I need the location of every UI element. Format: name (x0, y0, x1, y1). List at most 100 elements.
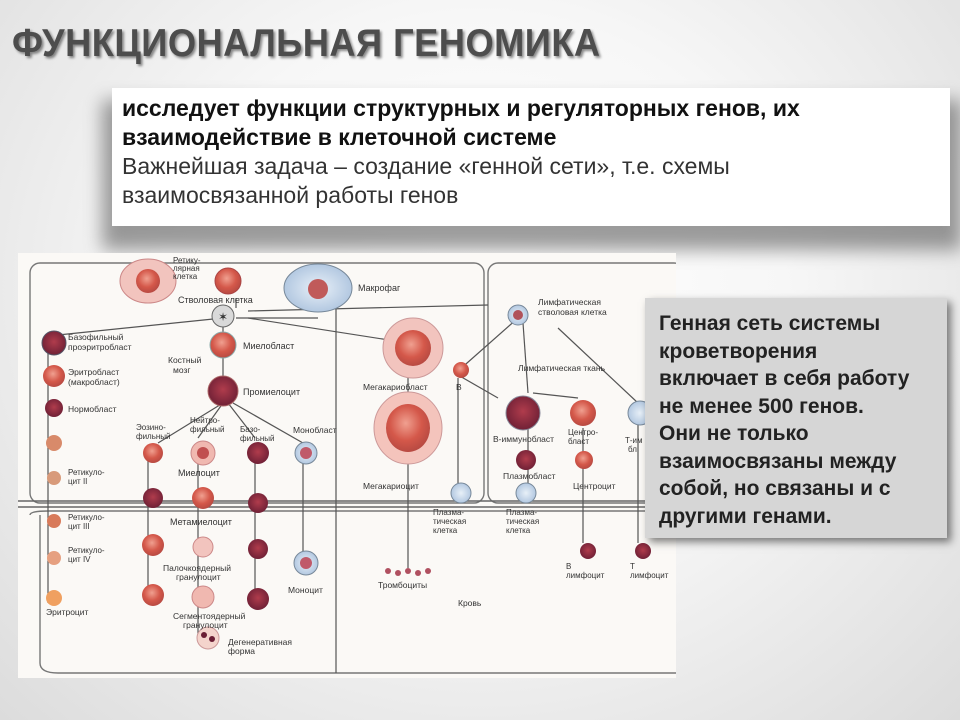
label-blood: Кровь (458, 598, 482, 608)
label-degenerative-1: Дегенеративная (228, 637, 292, 647)
label-b-immunoblast: B-иммунобласт (493, 434, 554, 444)
label-eosino-1: Эозино- (136, 423, 166, 432)
label-plasma-1b: тическая (433, 517, 466, 526)
label-metamyelocyte: Метамиелоцит (170, 517, 232, 527)
diagram-frames (18, 262, 676, 674)
intro-line-2: взаимодействие в клеточной системе (122, 124, 557, 150)
note-line-4: не менее 500 генов. (659, 394, 864, 418)
label-plasma-1a: Плазма- (433, 508, 464, 517)
label-normoblast: Нормобласт (68, 404, 117, 414)
label-monoblast: Монобласт (293, 425, 337, 435)
gene-network-note: Генная сеть системы кроветворения включа… (645, 298, 947, 538)
lineage-lines (47, 298, 639, 673)
label-macrophage: Макрофаг (358, 283, 401, 293)
label-centrocyte: Центроцит (573, 481, 616, 491)
plasma-cell-1 (450, 482, 472, 504)
label-stem-cell: Стволовая клетка (178, 295, 253, 305)
basophilic-proerythroblast (41, 330, 67, 356)
label-bone-marrow-2: мозг (173, 365, 190, 375)
myeloblast-cell (209, 331, 237, 359)
eosinophil-myelocyte (143, 443, 163, 463)
label-centroblast-1: Центро- (568, 428, 598, 437)
note-line-3: включает в себя работу (659, 367, 910, 390)
label-t-immunoblast-1: Т-им (625, 436, 643, 445)
hematopoiesis-svg: ✶ (18, 256, 676, 674)
label-myelocyte: Миелоцит (178, 468, 220, 478)
label-erythrocyte: Эритроцит (46, 607, 89, 617)
label-baso-1: Базо- (240, 425, 261, 434)
label-reticulocyte-3b: цит III (68, 522, 90, 531)
label-neutro-1: Нейтро- (190, 416, 220, 425)
blood-vessel-bottom (39, 515, 676, 674)
label-plasma-2c: клетка (506, 526, 531, 535)
label-eosino-2: фильный (136, 432, 171, 441)
eosinophil-segmented (142, 584, 164, 606)
label-plasma-2b: тическая (506, 517, 539, 526)
t2-lymphocyte-cell (635, 543, 651, 559)
cells: ✶ (41, 258, 653, 650)
svg-text:✶: ✶ (218, 310, 228, 324)
stem-cell (211, 304, 235, 328)
label-plasmoblast: Плазмобласт (503, 471, 556, 481)
label-basophilic-1: Базофильный (68, 332, 124, 342)
label-segmented-1: Сегментоядерный (173, 611, 246, 621)
thrombocyte-4 (415, 570, 421, 576)
label-reticulocyte-4a: Ретикуло- (68, 546, 105, 555)
label-basophilic-2: проэритробласт (68, 342, 132, 352)
label-t-immunoblast-2: бл (628, 445, 637, 454)
label-thrombocytes: Тромбоциты (378, 580, 427, 590)
label-erythroblast-2: (макробласт) (68, 377, 120, 387)
label-lymph-stem-1: Лимфатическая (538, 297, 601, 307)
neutrophil-metamyelocyte (192, 487, 214, 509)
intro-textbox: исследует функции структурных и регулято… (112, 88, 950, 226)
label-reticular-3: клетка (173, 272, 198, 281)
slide-title: ФУНКЦИОНАЛЬНАЯ ГЕНОМИКА (12, 22, 601, 65)
label-myeloblast: Миелобласт (243, 341, 294, 351)
basophil-myelocyte (247, 442, 269, 464)
normoblast-cell (45, 399, 63, 417)
label-reticular-2: лярная (173, 264, 200, 273)
thrombocyte-2 (395, 570, 401, 576)
label-plasma-1c: клетка (433, 526, 458, 535)
label-reticular-1: Ретику- (173, 256, 201, 265)
diagram-labels: Ретику- лярная клетка Стволовая клетка М… (46, 256, 669, 656)
note-line-5: Они не только (659, 422, 809, 445)
blood-vessel-wall-top (18, 500, 676, 508)
label-centroblast-2: бласт (568, 437, 589, 446)
thrombocyte-5 (425, 568, 431, 574)
eosinophil-band (142, 534, 164, 556)
label-b1: B (456, 382, 462, 392)
label-segmented-2: гранулоцит (183, 620, 228, 630)
note-line-7: собой, но связаны и с (659, 477, 891, 500)
label-plasma-2a: Плазма- (506, 508, 537, 517)
label-reticulocyte-2a: Ретикуло- (68, 468, 105, 477)
note-line-1: Генная сеть системы (659, 312, 881, 335)
label-baso-2: фильный (240, 434, 275, 443)
label-megakaryocyte: Мегакариоцит (363, 481, 419, 491)
neutrophil-segmented (191, 585, 215, 609)
erythroblast-cell (43, 365, 65, 387)
normoblast-2 (46, 435, 62, 451)
b-immunoblast-cell (505, 395, 541, 431)
reticulocyte-4-cell (47, 551, 61, 565)
label-lymph-stem-2: стволовая клетка (538, 307, 607, 317)
label-t2-lymphocyte: лимфоцит (630, 571, 669, 580)
label-lymph-tissue: Лимфатическая ткань (518, 363, 606, 373)
neutrophil-band (192, 536, 214, 558)
basophil-band (248, 539, 268, 559)
thrombocyte-3 (405, 568, 411, 574)
lymph-tissue-frame (487, 262, 676, 504)
label-reticulocyte-4b: цит IV (68, 555, 91, 564)
label-reticulocyte-2b: цит II (68, 477, 87, 486)
promyelocyte-cell (207, 375, 239, 407)
label-band-2: гранулоцит (176, 572, 221, 582)
label-degenerative-2: форма (228, 646, 255, 656)
basophil-segmented (247, 588, 269, 610)
reticular-cell-2 (214, 267, 242, 295)
label-bone-marrow-1: Костный (168, 355, 202, 365)
intro-line-4: взаимосвязанной работы генов (122, 182, 459, 208)
label-megakaryoblast: Мегакариобласт (363, 382, 428, 392)
plasmoblast-cell (516, 450, 536, 470)
thrombocyte-1 (385, 568, 391, 574)
reticulocyte-3-cell (47, 514, 61, 528)
